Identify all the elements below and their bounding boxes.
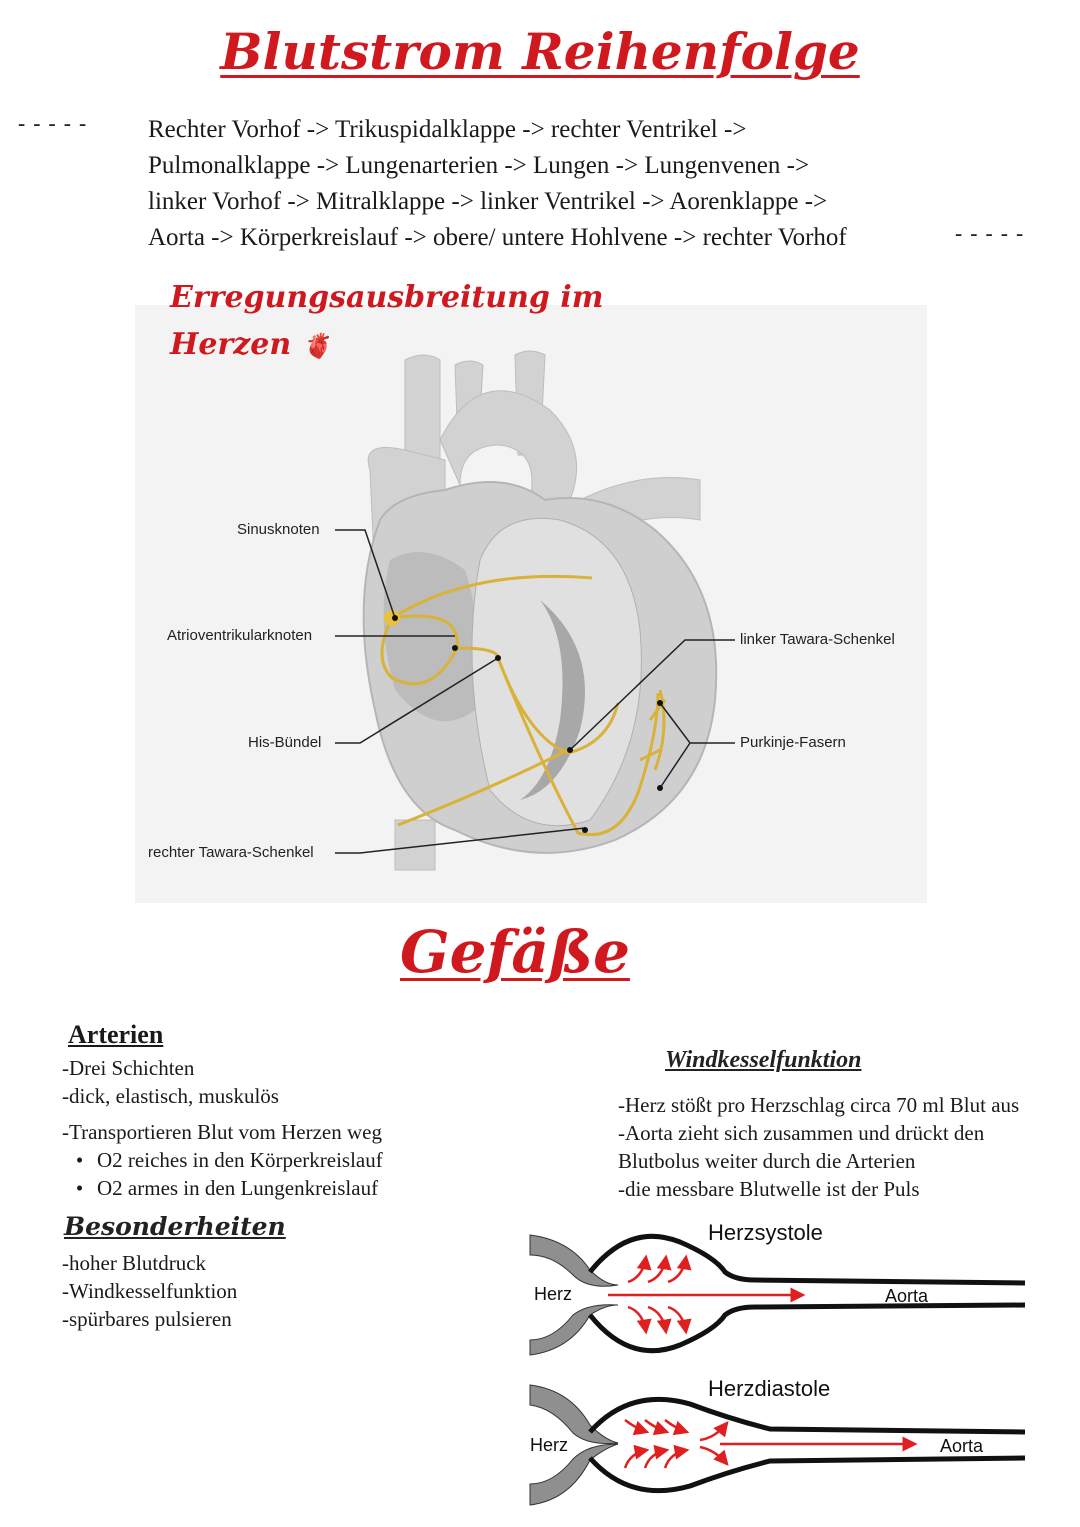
anatomical-heart-icon: 🫀: [301, 331, 332, 360]
label-his-buendel: His-Bündel: [248, 734, 322, 751]
heart-illustration: [335, 350, 735, 871]
arterien-line: -Transportieren Blut vom Herzen weg: [62, 1120, 382, 1144]
heart-subtitle-line2: Herzen 🫀: [170, 327, 332, 362]
flow-line: Rechter Vorhof -> Trikuspidalklappe -> r…: [148, 116, 747, 143]
dash-divider-right: -----: [952, 222, 1029, 247]
windkessel-line: -die messbare Blutwelle ist der Puls: [618, 1177, 920, 1201]
heart-subtitle-line1: Erregungsausbreitung im: [170, 280, 604, 315]
label-herzdiastole: Herzdiastole: [708, 1376, 830, 1401]
arterien-bullet: O2 armes in den Lungenkreislauf: [62, 1174, 383, 1202]
flow-line: Pulmonalklappe -> Lungenarterien -> Lung…: [148, 152, 810, 179]
heart-valve-shapes: [529, 1234, 619, 1506]
windkessel-line: -Herz stößt pro Herzschlag circa 70 ml B…: [618, 1093, 1020, 1117]
besonderheit-line: -spürbares pulsieren: [62, 1307, 232, 1331]
besonderheit-line: -hoher Blutdruck: [62, 1251, 207, 1275]
dash-divider-left: -----: [15, 112, 92, 137]
label-av-knoten: Atrioventrikularknoten: [167, 627, 313, 644]
label-herzsystole: Herzsystole: [708, 1220, 823, 1245]
label-herz-systole: Herz: [534, 1284, 572, 1304]
windkessel-line: -Aorta zieht sich zusammen und drückt de…: [618, 1121, 985, 1145]
label-aorta-diastole: Aorta: [940, 1436, 984, 1456]
label-linker-tawara: linker Tawara-Schenkel: [740, 631, 895, 648]
conduction-paths: [380, 574, 667, 837]
section-title-gefaesse: Gefäße: [400, 918, 630, 986]
arterien-list: -Drei Schichten -dick, elastisch, muskul…: [62, 1054, 383, 1202]
blood-flow-sequence: Rechter Vorhof -> Trikuspidalklappe -> r…: [148, 112, 847, 256]
arterien-heading: Arterien: [68, 1020, 164, 1049]
windkessel-text: -Herz stößt pro Herzschlag circa 70 ml B…: [618, 1091, 1019, 1203]
besonderheit-line: -Windkesselfunktion: [62, 1279, 238, 1303]
heart-subtitle-text: Herzen: [170, 327, 292, 362]
label-rechter-tawara: rechter Tawara-Schenkel: [148, 844, 314, 861]
label-sinusknoten: Sinusknoten: [237, 521, 320, 538]
arterien-line: -Drei Schichten: [62, 1056, 195, 1080]
label-purkinje: Purkinje-Fasern: [740, 734, 846, 751]
windkessel-line: Blutbolus weiter durch die Arterien: [618, 1149, 916, 1173]
besonderheiten-heading: Besonderheiten: [64, 1212, 286, 1241]
arterien-bullet: O2 reiches in den Körperkreislauf: [62, 1146, 383, 1174]
windkessel-heading: Windkesselfunktion: [665, 1047, 862, 1073]
heart-conduction-diagram: [135, 305, 927, 903]
flow-line: linker Vorhof -> Mitralklappe -> linker …: [148, 188, 828, 215]
besonderheiten-list: -hoher Blutdruck -Windkesselfunktion -sp…: [62, 1249, 237, 1333]
windkessel-diagram: Herzsystole Herz Aorta Herzdiastole Herz…: [529, 1220, 1026, 1506]
arterien-line: -dick, elastisch, muskulös: [62, 1084, 279, 1108]
label-herz-diastole: Herz: [530, 1435, 568, 1455]
flow-line: Aorta -> Körperkreislauf -> obere/ unter…: [148, 224, 847, 251]
page-title: Blutstrom Reihenfolge: [220, 22, 860, 81]
label-aorta-systole: Aorta: [885, 1286, 929, 1306]
